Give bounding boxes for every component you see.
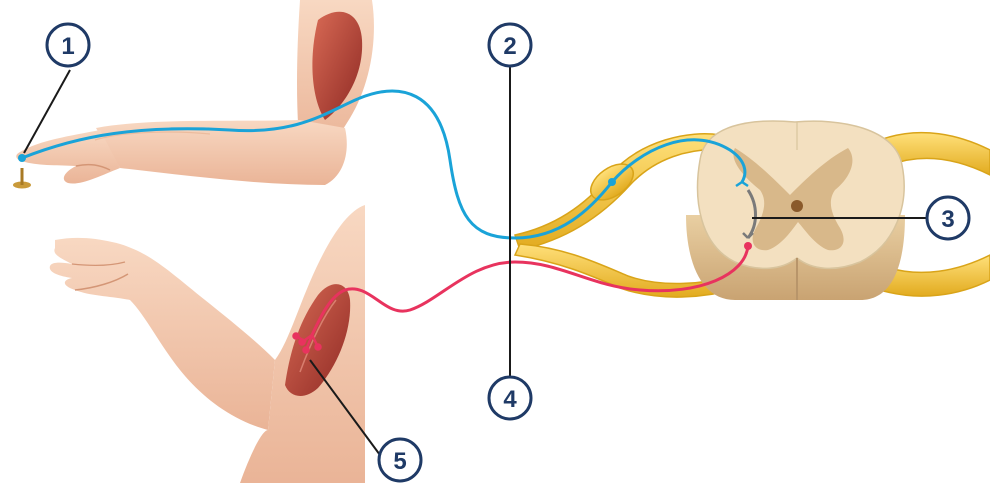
callout-3-label: 3: [941, 206, 954, 233]
callout-5: 5: [379, 439, 421, 481]
motor-cell-body: [744, 242, 752, 250]
callout-4-label: 4: [503, 386, 517, 413]
callout-1-label: 1: [61, 33, 74, 60]
motor-neuron-path: [312, 246, 748, 335]
lower-hand-and-forearm: [50, 238, 275, 430]
thumbtack-icon: [13, 168, 31, 189]
callout-2: 2: [489, 24, 531, 66]
callout-1: 1: [47, 24, 89, 66]
callout-5-label: 5: [393, 448, 406, 475]
callout-2-label: 2: [503, 33, 516, 60]
callout-4: 4: [489, 377, 531, 419]
central-canal: [791, 200, 803, 212]
sensory-receptor-dot: [18, 154, 26, 162]
sensory-cell-body: [608, 178, 616, 186]
spinal-cord: [686, 121, 905, 300]
callout-3: 3: [927, 197, 969, 239]
